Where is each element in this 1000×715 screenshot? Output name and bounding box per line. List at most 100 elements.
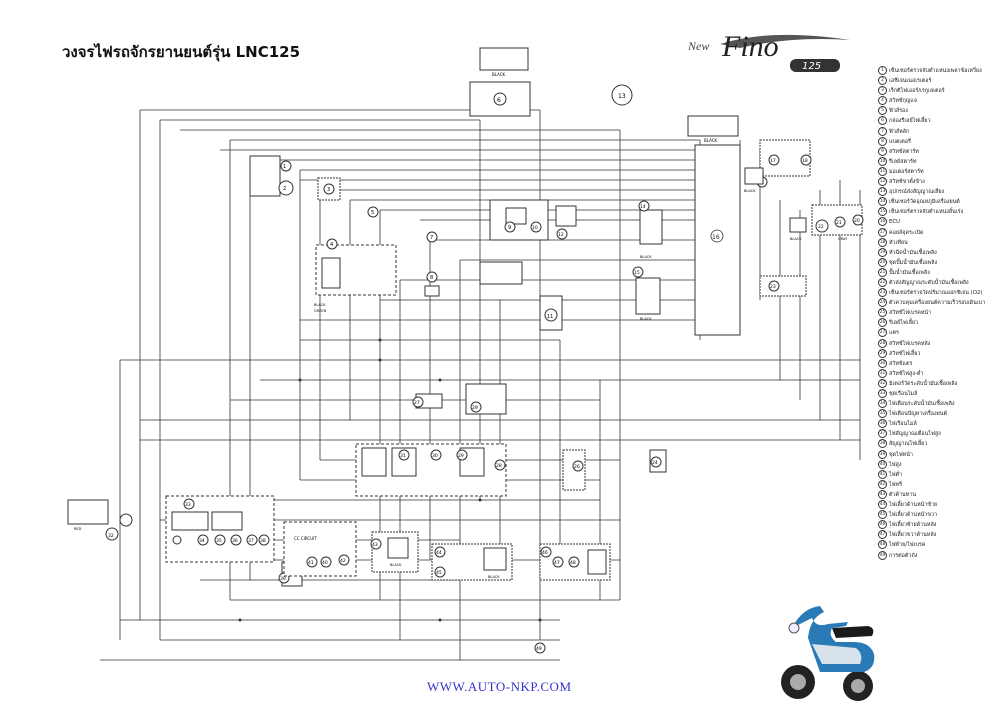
scooter-panel [812,644,862,664]
label-33: 33 [185,502,191,508]
legend-number: 48 [878,540,887,550]
scooter-illustration [781,606,875,701]
legend-number: 11 [878,166,887,176]
logo-badge-text: 125 [802,61,821,72]
cc-circuit-label: CC CIRCUIT [294,536,317,541]
logo-badge [790,59,840,72]
label-13: 13 [618,93,626,100]
label-28: 28 [496,463,502,469]
component-49-ground: 49 [534,642,546,654]
legend-number: 18 [878,237,887,247]
legend-number: 44 [878,500,887,510]
legend-text: หัวเทียน [889,239,908,246]
component-7-8: 7 8 [424,231,440,297]
connector-6: 6 BLACK [469,47,531,117]
legend-text: เซ็นเซอร์วัดอุณหภูมิเครื่องยนต์ [889,199,960,206]
label-40: 40 [322,560,328,566]
label-14: 14 [640,204,646,210]
wiring-diagram: 16 6 BLACK BLACK 13 1 2 3 4 BLACK GREEN … [67,47,864,661]
legend-number: 31 [878,368,887,378]
fino-brand-logo: New Fino 125 [687,30,850,72]
label-10: 10 [532,225,538,231]
legend-number: 1 [878,66,887,75]
legend-text: ตัวต้านทาน [889,491,917,498]
legend-number: 43 [878,489,887,499]
label-22-black: BLACK [790,237,802,241]
legend-number: 49 [878,550,887,560]
legend-number: 12 [878,177,887,187]
legend-number: 32 [878,378,887,388]
junction-dots [238,338,542,622]
label-45: 45 [436,570,442,576]
label-35: 35 [216,538,222,544]
component-4-key-switch: 4 BLACK GREEN [314,238,397,313]
label-41: 41 [308,560,314,566]
label-36: 36 [232,538,238,544]
rear-light-block: 46 47 48 [539,543,611,581]
label-19-black: BLACK [744,189,756,193]
legend-text: สวิทช์ไฟสูง-ต่ำ [889,370,924,377]
legend-number: 6 [878,116,887,126]
legend-text: ไฟสัญญาณเตือนไฟสูง [889,431,941,438]
legend-text: สวิทช์สตาร์ท [889,148,919,155]
label-27: 27 [414,400,420,406]
label-1: 1 [283,164,286,170]
legend-text: แบตเตอรี่ [889,138,911,145]
legend-number: 10 [878,156,887,166]
legend-text: ไฟเลี้ยวขวาด้านหลัง [889,532,937,539]
legend-text: เร็กติไฟเออร์/เรกูเลเตอร์ [889,88,945,95]
label-49: 49 [536,646,542,652]
front-turn-signals: 44 45 BLACK [431,543,513,581]
legend-number: 35 [878,409,887,419]
component-11-starter-motor: 11 [539,295,563,331]
component-17-18-19: 17 18 19 BLACK [744,139,812,193]
label-43-black: BLACK [390,563,402,567]
label-16: 16 [712,234,720,241]
label-48: 48 [570,560,576,566]
legend-text: ตัวควบคุมเครื่องยนต์ความเร็วรอบเดินเบา [889,300,986,307]
legend-number: 8 [878,136,887,146]
legend-number: 7 [878,126,887,136]
label-37: 37 [248,538,254,544]
component-29-handle-switch: 29 [465,383,507,415]
legend-number: 28 [878,338,887,348]
legend-number: 46 [878,520,887,530]
legend-text: ไฟสูง [889,461,902,468]
legend-number: 21 [878,267,887,277]
logo-new-text: New [687,39,709,53]
scooter-seat [832,626,874,638]
label-9: 9 [508,225,511,231]
legend-number: 42 [878,479,887,489]
component-9-10-12: 9 10 12 [489,199,577,241]
legend-number: 13 [878,187,887,197]
label-8: 8 [430,275,433,281]
legend-number: 29 [878,348,887,358]
legend-number: 3 [878,86,887,96]
legend-number: 2 [878,76,887,86]
legend-text: ชุดปั๊มน้ำมันเชื้อเพลิง [889,259,938,266]
label-15-black: BLACK [640,317,652,321]
legend-text: หัวฉีดน้ำมันเชื้อเพลิง [889,249,937,256]
connector-top-right-color: BLACK [704,138,718,143]
relay-box-center [479,261,523,285]
legend-number: 24 [878,298,887,308]
legend-text: สวิทช์ขาตั้งข้าง [889,179,925,186]
connector-6-color: BLACK [492,72,506,77]
label-30: 30 [432,453,438,459]
